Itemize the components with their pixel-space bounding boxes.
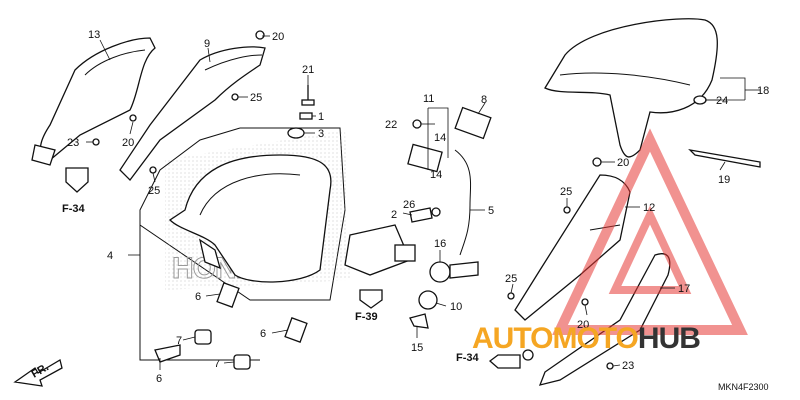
screw-25-right-a <box>563 206 571 214</box>
callout-7-a: 7 <box>176 335 182 347</box>
tail-cover-17 <box>538 253 671 386</box>
latch-8 <box>454 106 492 140</box>
callout-25-c: 25 <box>560 186 572 198</box>
leader-lines <box>86 35 760 370</box>
screw-1 <box>299 112 313 120</box>
ref-arrow-f34-right <box>488 354 521 369</box>
callout-4: 4 <box>107 250 113 262</box>
bracket-6-b <box>284 317 308 343</box>
callout-3: 3 <box>318 128 324 140</box>
seat-hook <box>199 238 221 270</box>
seat-contour <box>199 173 301 216</box>
callout-23-b: 23 <box>622 360 634 372</box>
ref-arrow-f39 <box>359 289 383 309</box>
callout-14-a: 14 <box>434 132 446 144</box>
watermark-triangle-inner <box>608 205 692 294</box>
bolt-21-head <box>301 99 315 106</box>
ref-label-f39: F-39 <box>355 311 378 323</box>
clip-20-right-top <box>592 157 602 167</box>
callout-6-a: 6 <box>195 291 201 303</box>
cushion-24 <box>693 95 707 105</box>
diagram-code: MKN4F2300 <box>718 382 769 392</box>
callout-2: 2 <box>391 209 397 221</box>
screw-25-b <box>149 166 157 174</box>
strip-19 <box>688 149 761 168</box>
callout-26: 26 <box>403 199 415 211</box>
callout-14-b: 14 <box>430 169 442 181</box>
callout-24: 24 <box>716 95 728 107</box>
screw-25-a <box>231 93 239 101</box>
cable-5 <box>454 149 472 256</box>
front-arrow-icon <box>13 358 63 387</box>
ring-10 <box>418 290 438 310</box>
callout-11: 11 <box>423 93 434 105</box>
lock-bracket-11 <box>407 143 443 173</box>
cushion-7-b <box>233 354 251 370</box>
bracket-6-a <box>216 282 240 308</box>
side-cover-9-edge <box>204 54 263 71</box>
bolt-26 <box>431 207 441 217</box>
callout-18: 18 <box>757 85 769 97</box>
callout-13: 13 <box>88 29 100 41</box>
callout-19: 19 <box>718 174 730 186</box>
bolt-22 <box>412 119 422 129</box>
key-16 <box>449 261 479 279</box>
cushion-7-a <box>194 329 212 345</box>
clip-23-right <box>606 362 614 370</box>
clip-20-right-bottom <box>581 298 589 306</box>
rider-seat <box>168 154 332 283</box>
ref-label-f34-right: F-34 <box>456 352 480 364</box>
passenger-seat-18 <box>544 18 718 158</box>
passenger-seat-edge <box>559 72 691 86</box>
callout-7-b: 7 <box>214 358 220 370</box>
ref-label-f34-left: F-34 <box>62 203 86 215</box>
clip-23-left <box>92 138 100 146</box>
bracket-6-c <box>154 344 181 363</box>
grommet-right <box>522 349 534 361</box>
lock-bracket <box>344 224 411 276</box>
callout-17: 17 <box>678 283 690 295</box>
clip-20-left <box>129 114 137 122</box>
tail-cover-left-tab <box>31 144 56 166</box>
callout-labels: 1 2 3 4 5 6 6 6 7 7 8 9 10 11 12 13 14 1… <box>67 29 769 385</box>
callout-23-a: 23 <box>67 137 79 149</box>
callout-9: 9 <box>204 38 210 50</box>
callout-25-d: 25 <box>505 273 517 285</box>
leader-11-b <box>428 107 449 158</box>
callout-6-c: 6 <box>156 373 162 385</box>
callout-8: 8 <box>481 94 487 106</box>
watermark-triangle-outer <box>552 128 748 335</box>
callout-20-a: 20 <box>272 31 284 43</box>
callout-21: 21 <box>302 64 314 76</box>
callout-15: 15 <box>411 342 423 354</box>
front-label: FR. <box>30 361 51 380</box>
key-cylinder-16 <box>429 261 451 283</box>
tail-cover-left-edge <box>84 49 146 76</box>
grommet-3 <box>287 127 305 139</box>
callout-20-c: 20 <box>617 157 629 169</box>
clip-20-top <box>255 30 265 40</box>
callout-22: 22 <box>385 119 397 131</box>
side-cover-9 <box>119 46 266 181</box>
callout-1: 1 <box>318 111 324 123</box>
clip-15 <box>409 313 429 329</box>
callout-12: 12 <box>643 202 655 214</box>
callout-10: 10 <box>450 301 462 313</box>
group-bracket-left <box>139 210 260 361</box>
lock-plate <box>394 244 416 262</box>
bolt-2 <box>409 207 433 223</box>
callout-6-b: 6 <box>260 328 266 340</box>
callout-20-b: 20 <box>122 137 134 149</box>
callout-25-a: 25 <box>250 92 262 104</box>
leader-18 <box>720 77 746 100</box>
ref-arrow-f34-left <box>65 167 89 193</box>
screw-25-right-b <box>507 292 515 300</box>
callout-20-d: 20 <box>577 319 589 331</box>
callout-16: 16 <box>434 238 446 250</box>
watermark-text: AUTOMOTOHUB <box>472 322 700 355</box>
callout-25-b: 25 <box>148 185 160 197</box>
callout-5: 5 <box>488 205 494 217</box>
